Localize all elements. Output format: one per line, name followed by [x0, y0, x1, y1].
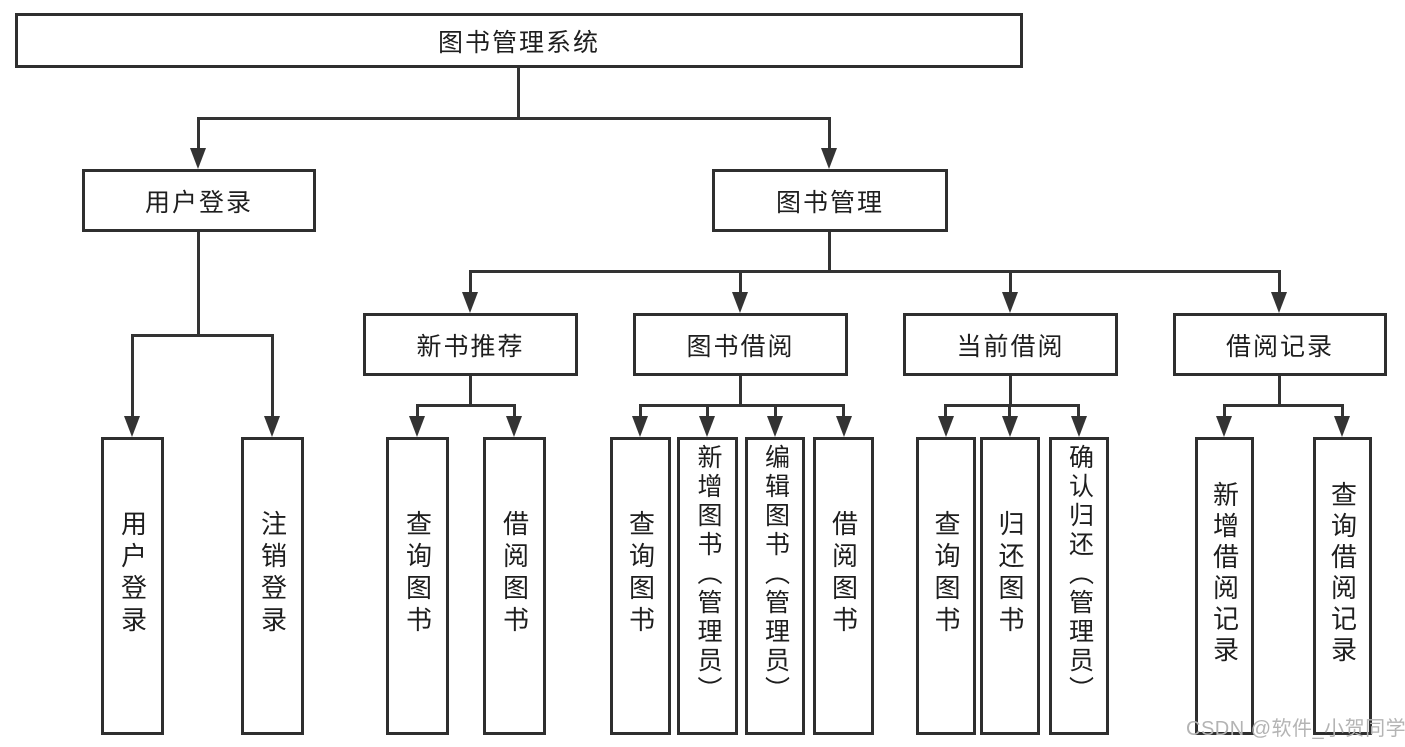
connector-arrow-rec-query-stem — [416, 404, 419, 418]
node-new-book-recommend-label: 新书推荐 — [416, 332, 525, 361]
node-borrow-records: 借阅记录 — [1173, 313, 1387, 376]
node-root: 图书管理系统 — [15, 13, 1023, 68]
arrowhead-br-query — [1334, 416, 1350, 437]
leaf-recommend-query-books-label: 查询图书 — [402, 510, 433, 638]
node-root-label: 图书管理系统 — [437, 28, 600, 57]
connector-arrow-book-borrow-stem — [739, 270, 742, 294]
connector-arrow-rec-borrow-stem — [513, 404, 516, 418]
connector-arrow-br-query-stem — [1341, 404, 1344, 418]
leaf-query-borrow-record-label: 查询借阅记录 — [1327, 481, 1358, 667]
arrowhead-bb-add — [699, 416, 715, 437]
connector-book-borrow-branch — [639, 404, 845, 407]
connector-root-stem — [517, 68, 520, 118]
arrowhead-book-mgmt — [821, 148, 837, 169]
node-book-borrow: 图书借阅 — [633, 313, 848, 376]
connector-new-rec-branch — [416, 404, 516, 407]
node-borrow-records-label: 借阅记录 — [1225, 332, 1334, 361]
leaf-confirm-return-admin: 确认归还（管理员） — [1049, 437, 1109, 735]
connector-current-borrow-branch — [944, 404, 1080, 407]
arrowhead-rec-query — [409, 416, 425, 437]
node-current-borrow-label: 当前借阅 — [956, 332, 1065, 361]
connector-arrow-br-add-stem — [1223, 404, 1226, 418]
leaf-borrow-query-books-label: 查询图书 — [625, 510, 656, 638]
connector-arrow-cb-confirm-stem — [1077, 404, 1080, 418]
leaf-recommend-borrow-books-label: 借阅图书 — [499, 510, 530, 638]
arrowhead-cb-confirm — [1071, 416, 1087, 437]
leaf-borrow-books-label: 借阅图书 — [828, 510, 859, 638]
leaf-add-borrow-record: 新增借阅记录 — [1195, 437, 1254, 735]
leaf-edit-book-admin: 编辑图书（管理员） — [745, 437, 805, 735]
node-book-management: 图书管理 — [712, 169, 948, 232]
leaf-logout-label: 注销登录 — [257, 510, 288, 638]
leaf-current-query-books-label: 查询图书 — [931, 510, 961, 638]
connector-arrow-borrow-records-stem — [1278, 270, 1281, 294]
arrowhead-user-login — [190, 148, 206, 169]
leaf-add-book-admin-label: 新增图书（管理员） — [694, 443, 722, 705]
node-current-borrow: 当前借阅 — [903, 313, 1118, 376]
node-book-borrow-label: 图书借阅 — [686, 332, 795, 361]
connector-arrow-new-rec-stem — [469, 270, 472, 294]
connector-book-mgmt-stem — [828, 232, 831, 272]
arrowhead-cb-query — [938, 416, 954, 437]
leaf-recommend-borrow-books: 借阅图书 — [483, 437, 546, 735]
connector-borrow-records-stem — [1278, 376, 1281, 407]
leaf-confirm-return-admin-label: 确认归还（管理员） — [1065, 443, 1094, 705]
connector-arrow-user-login-stem — [197, 117, 200, 151]
leaf-current-query-books: 查询图书 — [916, 437, 976, 735]
node-new-book-recommend: 新书推荐 — [363, 313, 578, 376]
arrowhead-current-borrow — [1002, 292, 1018, 313]
leaf-user-login-label: 用户登录 — [117, 510, 148, 638]
leaf-user-login: 用户登录 — [101, 437, 164, 735]
leaf-return-books-label: 归还图书 — [995, 510, 1025, 638]
csdn-watermark: CSDN @软件_小贺同学 — [1186, 718, 1405, 740]
connector-borrow-records-branch — [1223, 404, 1344, 407]
arrowhead-rec-borrow — [506, 416, 522, 437]
leaf-recommend-query-books: 查询图书 — [386, 437, 449, 735]
leaf-borrow-books: 借阅图书 — [813, 437, 874, 735]
connector-arrow-leaf-logout-stem — [271, 334, 274, 418]
connector-current-borrow-stem — [1009, 376, 1012, 407]
leaf-query-borrow-record: 查询借阅记录 — [1313, 437, 1372, 735]
connector-user-login-stem — [197, 232, 200, 335]
arrowhead-bb-borrow — [836, 416, 852, 437]
connector-arrow-cb-return-stem — [1008, 404, 1011, 418]
leaf-edit-book-admin-label: 编辑图书（管理员） — [761, 443, 790, 705]
connector-arrow-bb-borrow-stem — [842, 404, 845, 418]
arrowhead-bb-edit — [767, 416, 783, 437]
leaf-return-books: 归还图书 — [980, 437, 1040, 735]
arrowhead-br-add — [1216, 416, 1232, 437]
node-user-login: 用户登录 — [82, 169, 316, 232]
arrowhead-borrow-records — [1271, 292, 1287, 313]
connector-arrow-bb-edit-stem — [774, 404, 777, 418]
arrowhead-leaf-logout — [264, 416, 280, 437]
leaf-add-book-admin: 新增图书（管理员） — [677, 437, 738, 735]
arrowhead-book-borrow — [732, 292, 748, 313]
connector-arrow-book-mgmt-stem — [828, 117, 831, 151]
leaf-borrow-query-books: 查询图书 — [610, 437, 671, 735]
arrowhead-bb-query — [632, 416, 648, 437]
connector-arrow-bb-add-stem — [706, 404, 709, 418]
arrowhead-cb-return — [1002, 416, 1018, 437]
leaf-logout: 注销登录 — [241, 437, 304, 735]
connector-arrow-leaf-login-stem — [131, 334, 134, 418]
connector-new-rec-stem — [469, 376, 472, 407]
leaf-add-borrow-record-label: 新增借阅记录 — [1209, 481, 1240, 667]
connector-book-mgmt-branch — [469, 270, 1281, 273]
connector-arrow-bb-query-stem — [639, 404, 642, 418]
connector-root-branch — [197, 117, 831, 120]
connector-user-login-branch — [131, 334, 274, 337]
node-book-management-label: 图书管理 — [775, 188, 884, 217]
connector-arrow-cb-query-stem — [944, 404, 947, 418]
arrowhead-new-rec — [462, 292, 478, 313]
connector-arrow-current-borrow-stem — [1009, 270, 1012, 294]
connector-book-borrow-stem — [739, 376, 742, 407]
node-user-login-label: 用户登录 — [144, 188, 253, 217]
arrowhead-leaf-login — [124, 416, 140, 437]
